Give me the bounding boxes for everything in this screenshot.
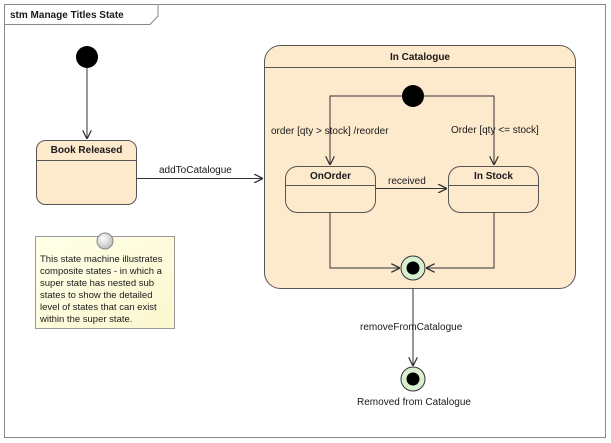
note-line-2: composite states - in which a (40, 266, 163, 277)
note-line-4: states to show the detailed (40, 290, 153, 301)
transition-in-stock-to-final[interactable] (426, 212, 495, 268)
transition-remove-from-catalogue-label: removeFromCatalogue (360, 322, 463, 333)
state-in-catalogue[interactable]: In Catalogue (264, 45, 576, 289)
transition-to-in-stock-label: Order [qty <= stock] (451, 125, 539, 136)
state-on-order[interactable]: OnOrder (285, 166, 376, 213)
transition-received-label: received (388, 176, 426, 187)
state-in-catalogue-label: In Catalogue (390, 52, 450, 63)
transition-on-order-to-final[interactable] (329, 212, 400, 268)
transition-to-on-order-label: order [qty > stock] /reorder (271, 126, 389, 137)
note-line-3: super state has nested sub (40, 278, 154, 289)
inner-final-state[interactable] (400, 255, 426, 281)
frame-title-tab (4, 4, 159, 25)
note-pin-icon (96, 232, 114, 250)
note[interactable]: This state machine illustrates composite… (35, 232, 175, 329)
final-state-removed[interactable] (400, 366, 426, 392)
state-on-order-label: OnOrder (310, 171, 351, 182)
final-state-removed-label: Removed from Catalogue (357, 397, 471, 408)
state-book-released[interactable]: Book Released (36, 140, 137, 205)
initial-state[interactable] (76, 46, 98, 68)
transition-to-in-stock[interactable] (424, 95, 494, 165)
note-line-5: level of states that can exist (40, 302, 157, 313)
transition-add-to-catalogue-label: addToCatalogue (159, 165, 232, 176)
frame-title: stm Manage Titles State (10, 10, 124, 21)
note-line-1: This state machine illustrates (40, 254, 163, 265)
transition-to-on-order[interactable] (330, 95, 402, 165)
state-in-stock[interactable]: In Stock (448, 166, 539, 213)
inner-initial-state[interactable] (402, 85, 424, 107)
state-book-released-label: Book Released (51, 145, 123, 156)
note-line-6: within the super state. (39, 314, 132, 325)
state-in-stock-label: In Stock (474, 171, 513, 182)
